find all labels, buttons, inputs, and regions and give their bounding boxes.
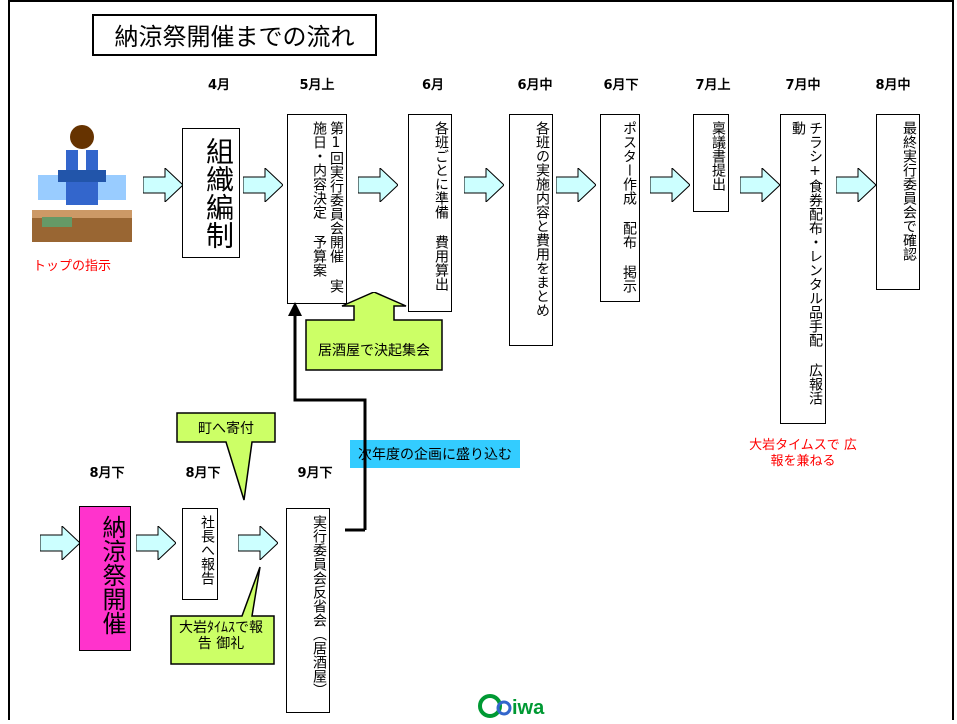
donation-callout: 町へ寄付 — [198, 421, 254, 437]
step-flyer-distribution: チラシ+食券配布・レンタル品手配 広報活動 — [780, 114, 826, 424]
top-instruction-caption: トップの指示 — [33, 259, 112, 274]
arrow-right-icon — [40, 526, 80, 560]
arrow-right-icon — [358, 168, 398, 202]
page-title: 納涼祭開催までの流れ — [92, 14, 377, 56]
step-team-preparation: 各班ごとに準備 費用算出 — [408, 114, 452, 312]
month-label: 5月上 — [299, 78, 335, 93]
arrow-right-icon — [238, 526, 278, 560]
arrow-right-icon — [464, 168, 504, 202]
step-ringisho: 稟議書提出 — [693, 114, 729, 212]
month-label: 7月中 — [785, 78, 821, 93]
step-report-president: 社長へ報告 — [182, 508, 218, 600]
next-year-note: 次年度の企画に盛り込む — [350, 440, 520, 468]
arrow-right-icon — [650, 168, 690, 202]
oiwa-report-callout: 大岩ﾀｲﾑｽで報告 御礼 — [179, 620, 263, 652]
step-first-committee: 第1回実行委員会開催 実施日・内容決定 予算案 — [287, 114, 347, 304]
page-frame — [8, 0, 954, 720]
month-label: 6月下 — [603, 78, 639, 93]
businessman-icon — [32, 125, 132, 242]
feedback-connector — [288, 302, 367, 532]
donation-callout-shape — [176, 412, 276, 501]
oiwa-times-note: 大岩タイムスで 広報を兼ねる — [749, 438, 857, 469]
oiwa-report-callout-shape — [170, 566, 275, 665]
month-label: 8月中 — [875, 78, 911, 93]
month-label: 4月 — [207, 78, 231, 93]
izakaya-callout-shape — [305, 292, 443, 371]
step-poster: ポスター作成 配布 掲示 — [600, 114, 640, 302]
step-organization: 組織編制 — [182, 128, 240, 258]
arrow-right-icon — [243, 168, 283, 202]
izakaya-callout: 居酒屋で決起集会 — [318, 343, 430, 359]
month-label: 7月上 — [695, 78, 731, 93]
arrow-right-icon — [740, 168, 780, 202]
step-festival: 納涼祭開催 — [79, 506, 131, 651]
month-label: 6月中 — [517, 78, 553, 93]
month-label: 8月下 — [89, 466, 125, 481]
arrow-right-icon — [836, 168, 876, 202]
month-label: 9月下 — [297, 466, 333, 481]
arrow-right-icon — [143, 168, 183, 202]
step-summarize: 各班の実施内容と費用をまとめ — [509, 114, 553, 346]
step-review-meeting: 実行委員会反省会（居酒屋） — [286, 508, 330, 713]
arrow-right-icon — [136, 526, 176, 560]
month-label: 6月 — [421, 78, 445, 93]
svg-text:iwa: iwa — [512, 697, 545, 719]
step-final-check: 最終実行委員会で確認 — [876, 114, 920, 290]
month-label: 8月下 — [185, 466, 221, 481]
arrow-right-icon — [556, 168, 596, 202]
oiwa-logo: iwa — [478, 690, 556, 724]
